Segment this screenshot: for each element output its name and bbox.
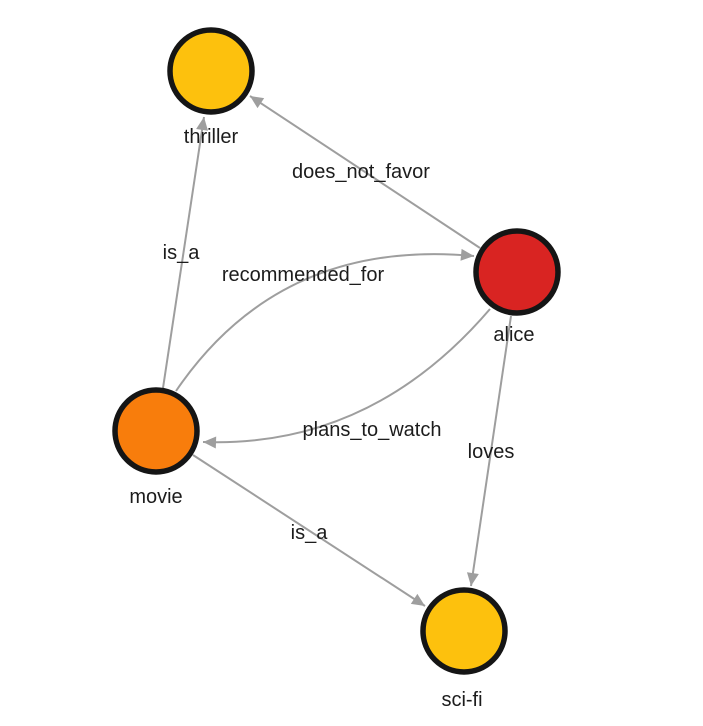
- node-layer: thriller alice movie sci-fi: [112, 27, 561, 711]
- edge-layer: [162, 95, 512, 607]
- edge-alice-loves-scifi: [466, 315, 512, 587]
- edge-label-loves: loves: [468, 441, 515, 463]
- edge-alice-plans-to-watch-movie: [202, 308, 491, 449]
- edge-alice-does-not-favor-thriller: [249, 95, 481, 249]
- edge-label-does-not-favor: does_not_favor: [292, 161, 430, 183]
- node-alice[interactable]: alice: [473, 228, 561, 346]
- node-movie[interactable]: movie: [112, 387, 200, 508]
- edge-movie-is-a-scifi: [192, 454, 426, 607]
- node-label-alice: alice: [493, 324, 534, 346]
- node-label-scifi: sci-fi: [441, 689, 482, 711]
- node-circle-scifi[interactable]: [420, 587, 508, 675]
- edge-label-is-a-scifi: is_a: [291, 522, 329, 544]
- node-circle-movie[interactable]: [112, 387, 200, 475]
- edge-label-plans-to-watch: plans_to_watch: [303, 419, 442, 441]
- edge-movie-recommended-for-alice: [175, 248, 475, 392]
- edge-label-recommended-for: recommended_for: [222, 264, 385, 286]
- node-circle-thriller[interactable]: [167, 27, 255, 115]
- edge-label-is-a-thriller: is_a: [163, 242, 201, 264]
- node-circle-alice[interactable]: [473, 228, 561, 316]
- edge-movie-is-a-thriller: [162, 116, 208, 389]
- node-label-movie: movie: [129, 486, 182, 508]
- edge-label-layer: does_not_favor is_a recommended_for plan…: [163, 161, 515, 544]
- node-label-thriller: thriller: [184, 126, 239, 148]
- node-thriller[interactable]: thriller: [167, 27, 255, 148]
- node-scifi[interactable]: sci-fi: [420, 587, 508, 711]
